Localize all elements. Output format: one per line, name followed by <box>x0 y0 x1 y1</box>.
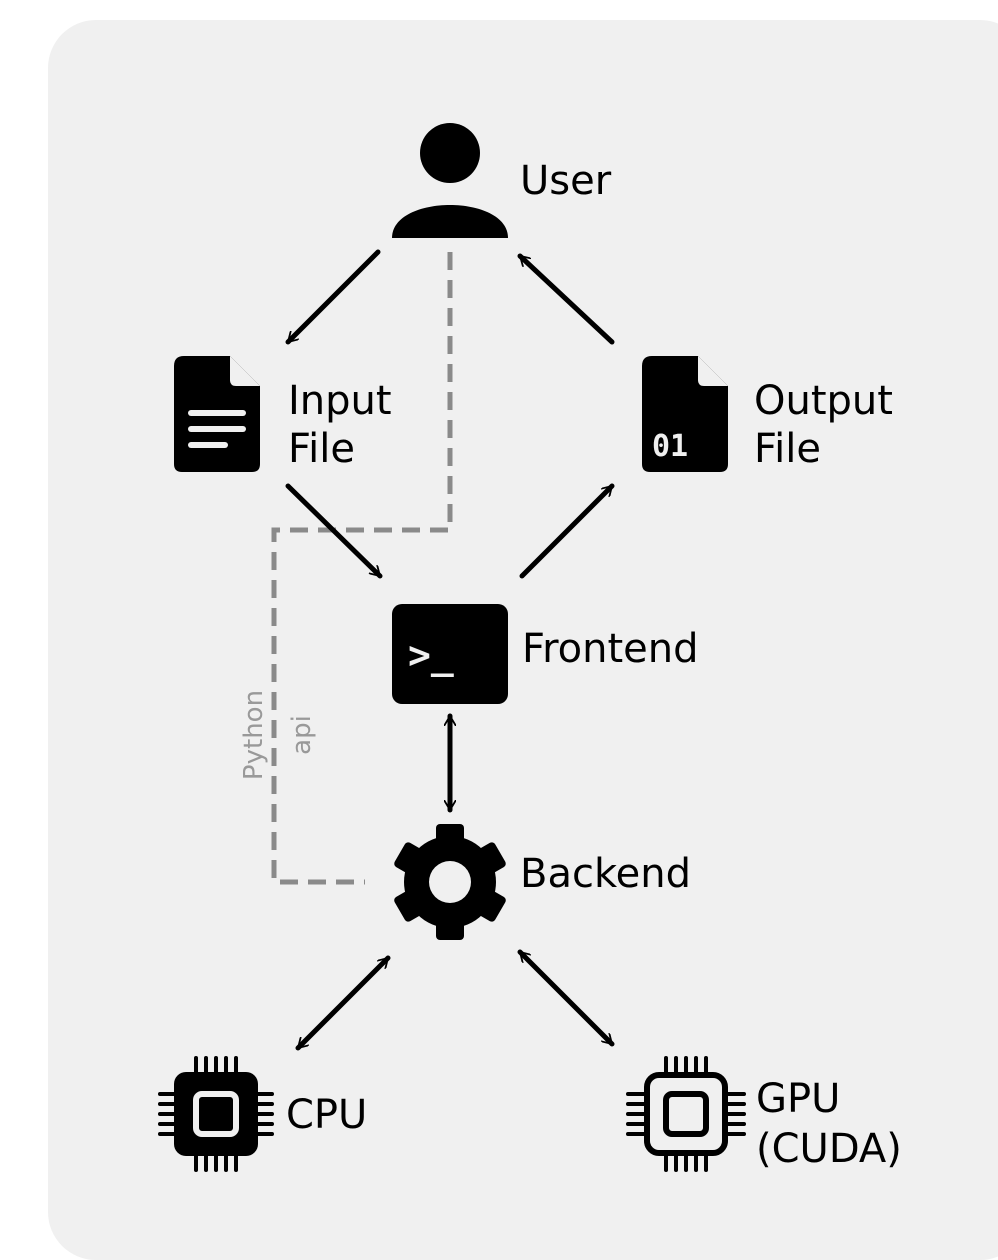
binary-file-icon: 01 <box>642 356 728 472</box>
gear-icon <box>394 824 506 940</box>
frontend-label: Frontend <box>522 626 699 672</box>
terminal-icon: >_ <box>392 604 508 704</box>
arrow-backend-gpu <box>517 949 615 1047</box>
cpu-label: CPU <box>286 1092 367 1138</box>
output-file-label-line2: File <box>754 426 821 472</box>
python-api-line2: api <box>287 715 317 755</box>
user-icon <box>392 123 508 238</box>
arrow-frontend-to-output <box>519 483 615 579</box>
input-file-label-line1: Input <box>288 378 392 424</box>
binary-file-icon-text: 01 <box>652 429 688 464</box>
cpu-chip-icon <box>158 1056 274 1172</box>
arrow-user-to-input <box>285 249 381 345</box>
diagram-panel <box>48 20 998 1260</box>
input-file-label-line2: File <box>288 426 355 472</box>
output-file-label-line1: Output <box>754 378 893 424</box>
gpu-chip-icon <box>626 1056 746 1172</box>
arrow-output-to-user <box>517 253 615 345</box>
python-api-label: Python api <box>239 690 317 780</box>
architecture-diagram: Python api User Input File 01 Output Fil… <box>158 123 902 1172</box>
python-api-path <box>271 252 453 885</box>
backend-label: Backend <box>520 851 691 897</box>
python-api-line1: Python <box>239 690 269 780</box>
arrow-backend-cpu <box>295 955 391 1051</box>
gpu-label-line1: GPU <box>756 1076 840 1122</box>
arrow-input-to-frontend <box>285 483 383 579</box>
gpu-label-line2: (CUDA) <box>756 1126 902 1172</box>
terminal-icon-text: >_ <box>408 633 454 677</box>
document-icon <box>174 356 260 472</box>
user-label: User <box>520 158 612 204</box>
